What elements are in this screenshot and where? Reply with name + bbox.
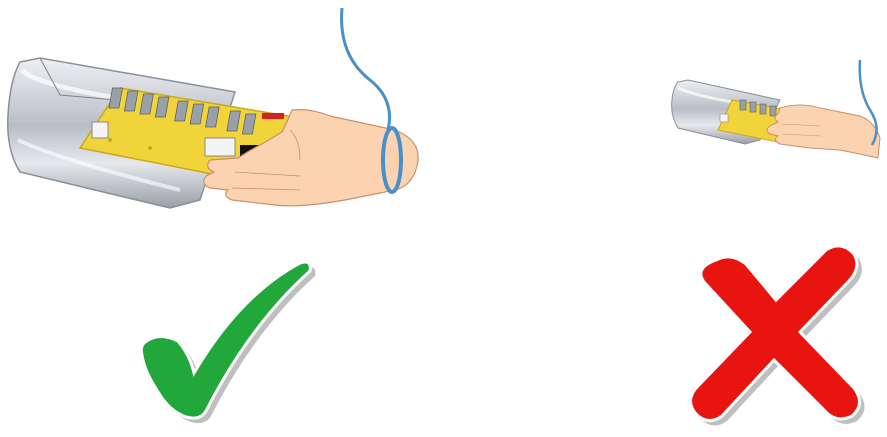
bare-hand [766,59,881,159]
incorrect-procedure-scene [660,50,887,170]
correct-procedure-scene [0,0,440,230]
check-mark-icon [130,255,320,425]
hand-with-wrist-strap [203,7,419,207]
cross-mark-icon [676,238,876,433]
